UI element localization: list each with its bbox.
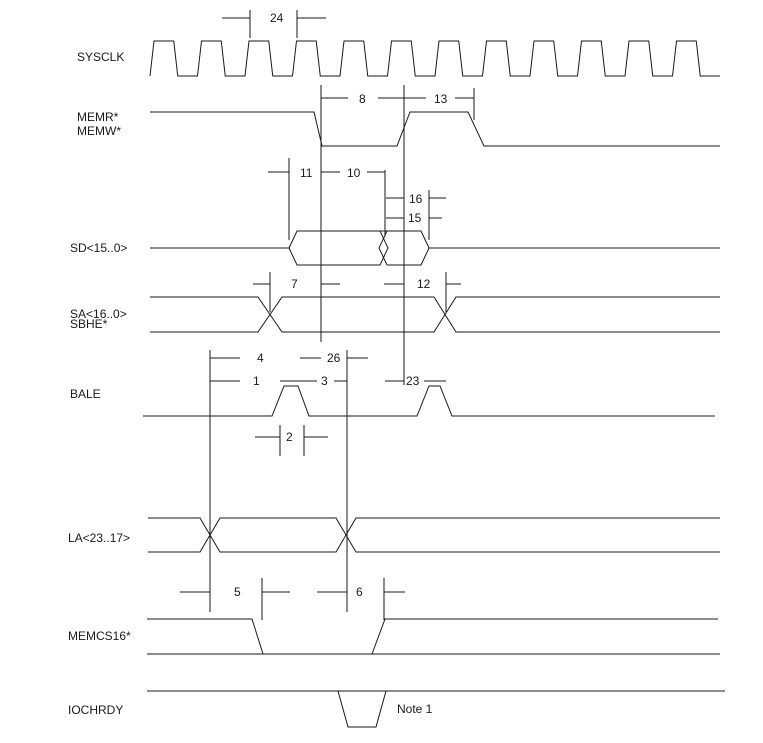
sa-sbhe-waveform	[150, 296, 720, 333]
timing-label-8: 8	[359, 92, 366, 106]
timing-label-2: 2	[286, 430, 293, 444]
timing-label-11: 11	[300, 166, 313, 180]
timing-label-3: 3	[321, 374, 328, 388]
timing-arrows	[180, 17, 474, 593]
la-waveform	[148, 517, 720, 553]
timing-label-1: 1	[253, 374, 260, 388]
sysclk-waveform	[149, 40, 720, 77]
signal-label-bale: BALE	[70, 387, 101, 401]
timing-label-26: 26	[327, 351, 341, 365]
timing-reference-lines	[209, 10, 475, 620]
signal-label-sa: SA<16..0>	[70, 307, 127, 321]
signal-label-memcs16: MEMCS16*	[68, 629, 131, 643]
timing-label-4: 4	[257, 351, 264, 365]
timing-label-6: 6	[356, 585, 363, 599]
sd-waveform	[150, 230, 720, 266]
signal-label-la: LA<23..17>	[68, 531, 130, 545]
note-label: Note 1	[397, 702, 433, 716]
timing-label-23: 23	[406, 374, 420, 388]
timing-label-24: 24	[270, 11, 284, 25]
timing-label-10: 10	[347, 166, 361, 180]
memcs16-waveform	[147, 618, 720, 655]
timing-label-7: 7	[291, 277, 298, 291]
timing-label-15: 15	[408, 211, 422, 225]
signal-label-memr: MEMR*	[77, 110, 119, 124]
signal-label-memw: MEMW*	[77, 124, 121, 138]
iochrdy-waveform	[147, 690, 725, 728]
signal-label-iochrdy: IOCHRDY	[68, 703, 123, 717]
timing-label-13: 13	[434, 92, 448, 106]
memr-memw-waveform	[150, 111, 720, 147]
bale-waveform	[143, 385, 715, 417]
signal-label-sd: SD<15..0>	[70, 241, 127, 255]
timing-label-5: 5	[234, 585, 241, 599]
timing-label-12: 12	[417, 277, 431, 291]
timing-label-16: 16	[409, 192, 423, 206]
signal-label-sysclk: SYSCLK	[77, 50, 124, 64]
signal-label-sbhe: SBHE*	[70, 317, 108, 331]
